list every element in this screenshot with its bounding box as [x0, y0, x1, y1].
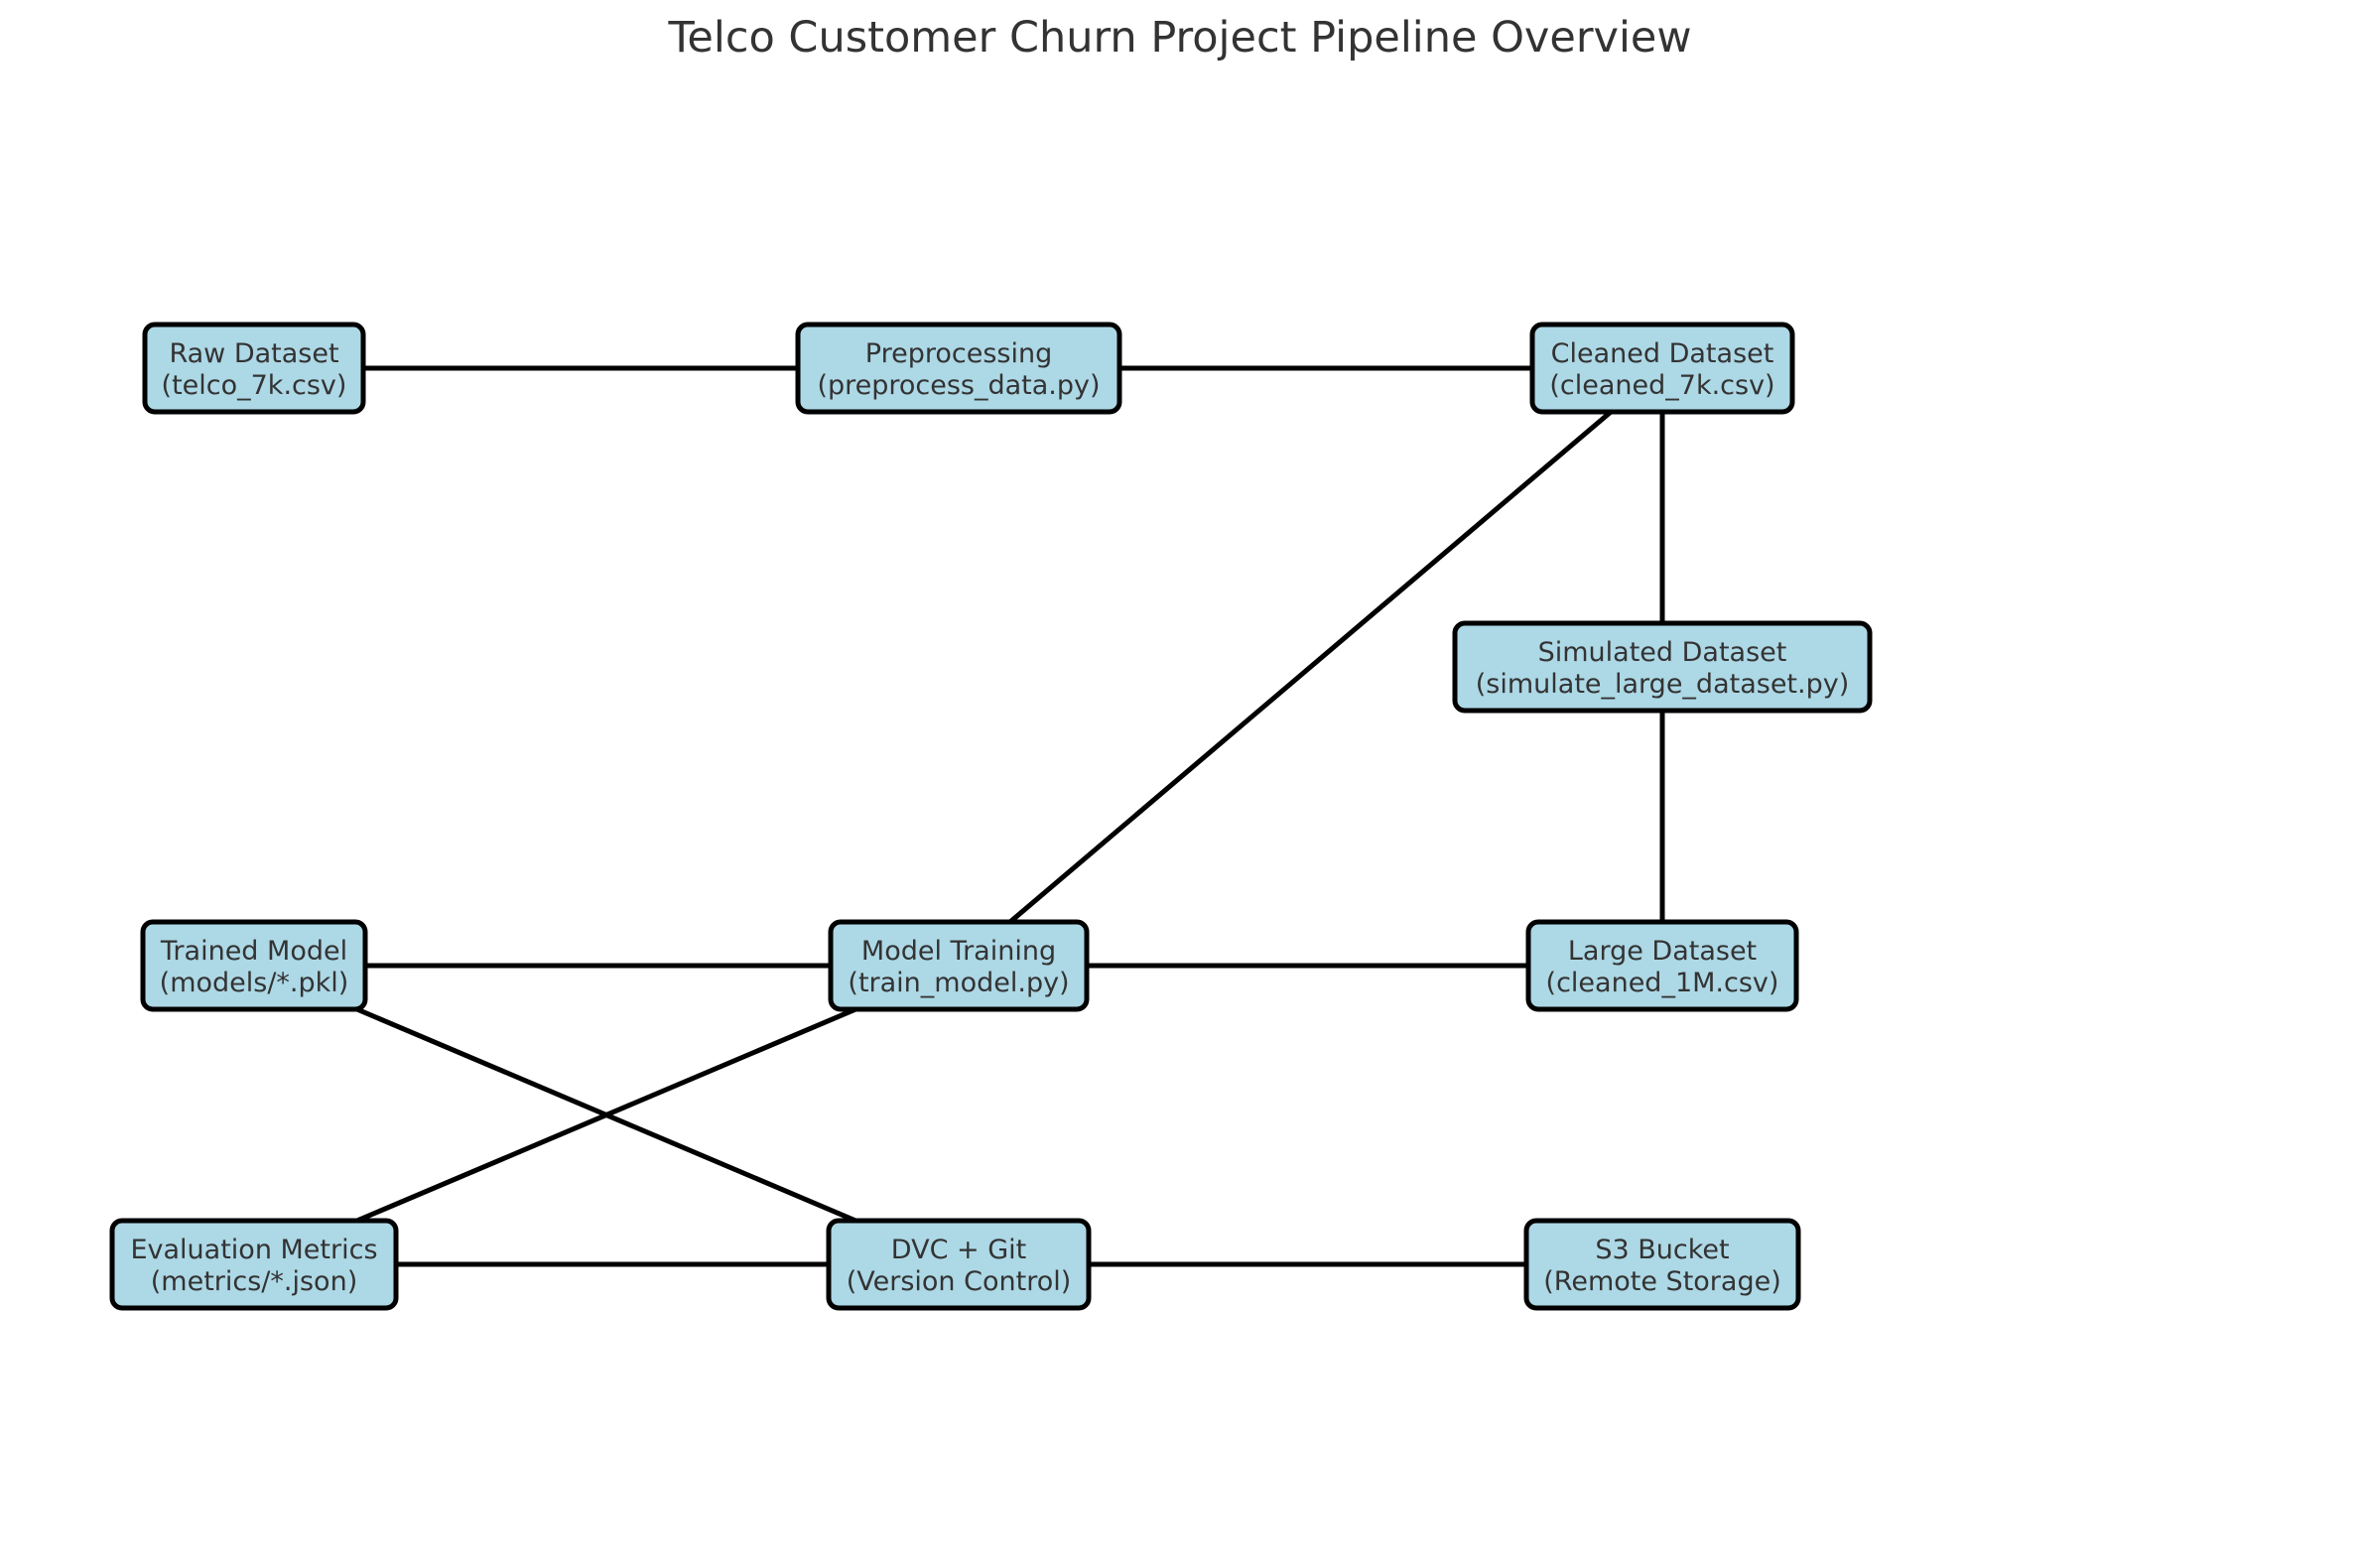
node-label-trained: Trained Model	[160, 936, 347, 967]
arrow-clean-to-train	[964, 372, 1656, 962]
node-sublabel-s3: (Remote Storage)	[1543, 1266, 1780, 1297]
node-sim: Simulated Dataset(simulate_large_dataset…	[1452, 620, 1873, 714]
node-box-trained	[140, 919, 368, 1012]
node-sublabel-eval: (metrics/*.json)	[151, 1266, 357, 1297]
edges-layer	[260, 355, 1675, 1277]
node-sublabel-raw: (telco_7k.csv)	[162, 370, 347, 401]
node-label-s3: S3 Bucket	[1595, 1235, 1729, 1265]
node-s3: S3 Bucket(Remote Storage)	[1523, 1218, 1801, 1311]
node-sublabel-sim: (simulate_large_dataset.py)	[1476, 669, 1850, 700]
node-prep: Preprocessing(preprocess_data.py)	[795, 322, 1122, 415]
node-label-train: Model Training	[861, 936, 1056, 967]
arrow-trained-to-dvc	[262, 967, 953, 1263]
nodes-layer: Raw Dataset(telco_7k.csv) Preprocessing(p…	[109, 322, 1873, 1311]
node-label-large: Large Dataset	[1568, 936, 1757, 967]
node-sublabel-dvc: (Version Control)	[847, 1266, 1072, 1297]
node-raw: Raw Dataset(telco_7k.csv)	[142, 322, 366, 415]
node-box-large	[1525, 919, 1799, 1012]
node-sublabel-prep: (preprocess_data.py)	[817, 370, 1100, 401]
node-box-eval	[109, 1218, 399, 1311]
node-sublabel-trained: (models/*.pkl)	[160, 968, 349, 998]
node-box-sim	[1452, 620, 1873, 714]
node-label-dvc: DVC + Git	[891, 1235, 1026, 1265]
node-label-raw: Raw Dataset	[169, 338, 338, 369]
node-sublabel-train: (train_model.py)	[848, 968, 1069, 998]
node-clean: Cleaned Dataset(cleaned_7k.csv)	[1529, 322, 1795, 415]
node-label-prep: Preprocessing	[865, 338, 1052, 369]
node-box-s3	[1523, 1218, 1801, 1311]
node-large: Large Dataset(cleaned_1M.csv)	[1525, 919, 1799, 1012]
node-box-prep	[795, 322, 1122, 415]
node-sublabel-clean: (cleaned_7k.csv)	[1549, 370, 1774, 401]
node-label-eval: Evaluation Metrics	[130, 1235, 377, 1265]
node-dvc: DVC + Git(Version Control)	[826, 1218, 1092, 1311]
node-box-raw	[142, 322, 366, 415]
node-eval: Evaluation Metrics(metrics/*.json)	[109, 1218, 399, 1311]
node-box-clean	[1529, 322, 1795, 415]
node-sublabel-large: (cleaned_1M.csv)	[1546, 968, 1779, 998]
diagram-title: Telco Customer Churn Project Pipeline Ov…	[667, 13, 1691, 63]
node-box-dvc	[826, 1218, 1092, 1311]
node-train: Model Training(train_model.py)	[828, 919, 1090, 1012]
node-trained: Trained Model(models/*.pkl)	[140, 919, 368, 1012]
node-box-train	[828, 919, 1090, 1012]
node-label-sim: Simulated Dataset	[1538, 637, 1787, 668]
node-label-clean: Cleaned Dataset	[1551, 338, 1774, 369]
